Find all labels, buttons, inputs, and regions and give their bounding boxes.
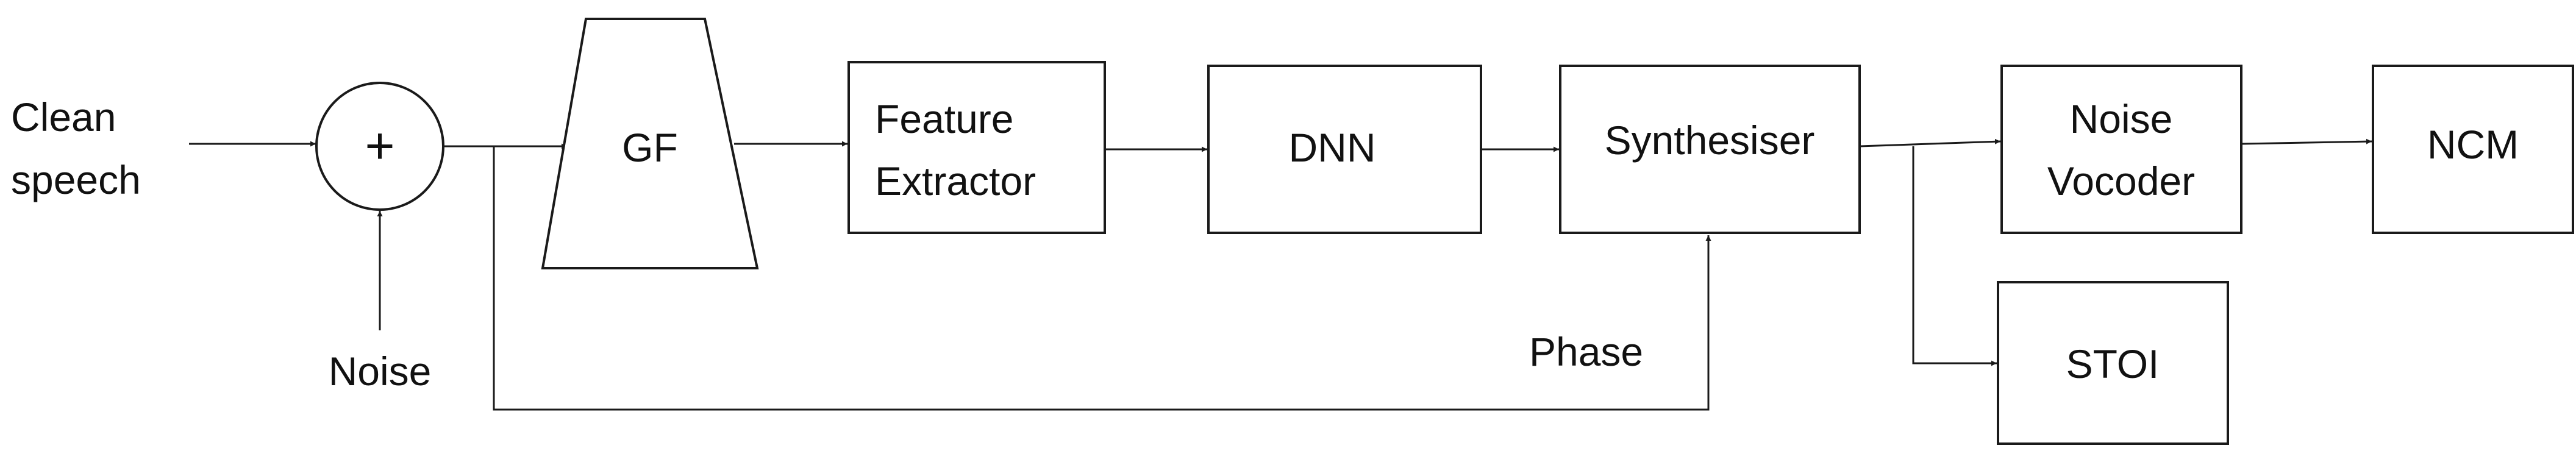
noise-vocoder-label-line1: Noise [2070,96,2173,141]
feature-extractor-label-line2: Extractor [875,158,1036,204]
gf-block [541,18,759,269]
noise-vocoder-block [2000,65,2242,234]
plus-symbol: + [365,117,394,174]
stoi-label: STOI [2066,341,2160,386]
synthesiser-block [1559,65,1861,234]
synthesiser-label: Synthesiser [1605,118,1815,163]
phase-path [493,146,1711,411]
synthesiser-to-noise-vocoder-arrow [1859,138,2001,147]
phase-label: Phase [1529,329,1643,374]
clean-speech-label-line1: Clean [11,94,116,140]
noise-vocoder-label-line2: Vocoder [2047,158,2195,204]
feature-extractor-block [847,61,1106,234]
synthesiser-to-stoi-arrow [1912,146,1997,366]
clean-speech-label-line2: speech [11,157,141,202]
dnn-block [1207,65,1482,234]
gf-label: GF [622,125,678,170]
noise-label: Noise [329,349,432,394]
feature-extractor-label-line1: Feature [875,96,1013,141]
stoi-block [1997,281,2229,445]
noise-vocoder-to-ncm-arrow [2241,138,2372,145]
ncm-label: NCM [2427,122,2519,167]
dnn-label: DNN [1289,125,1376,170]
ncm-block [2372,65,2574,234]
